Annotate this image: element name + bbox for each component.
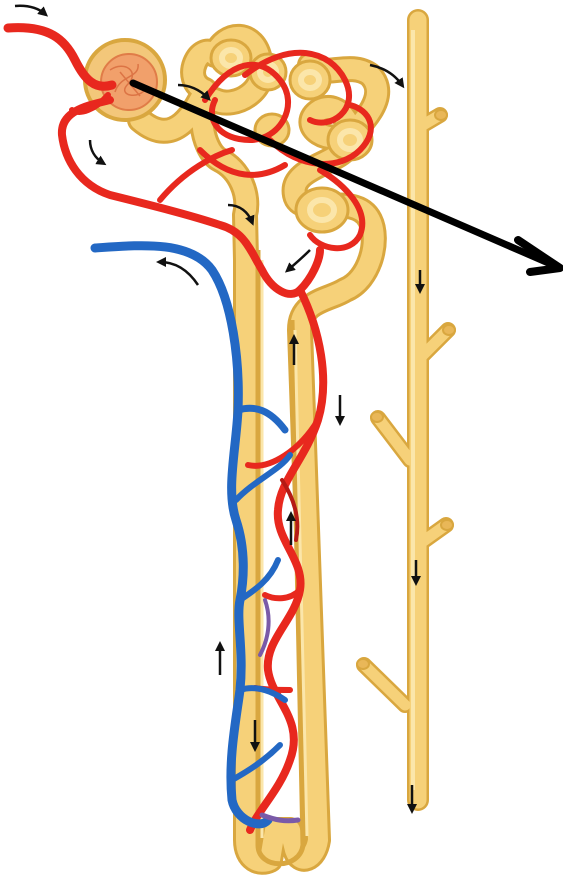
arrow-icon <box>160 262 198 285</box>
blood-vessels-blue <box>95 246 298 824</box>
arrow-icon <box>15 6 45 14</box>
arrow-icon <box>90 140 103 163</box>
arrow-icon <box>288 250 310 270</box>
